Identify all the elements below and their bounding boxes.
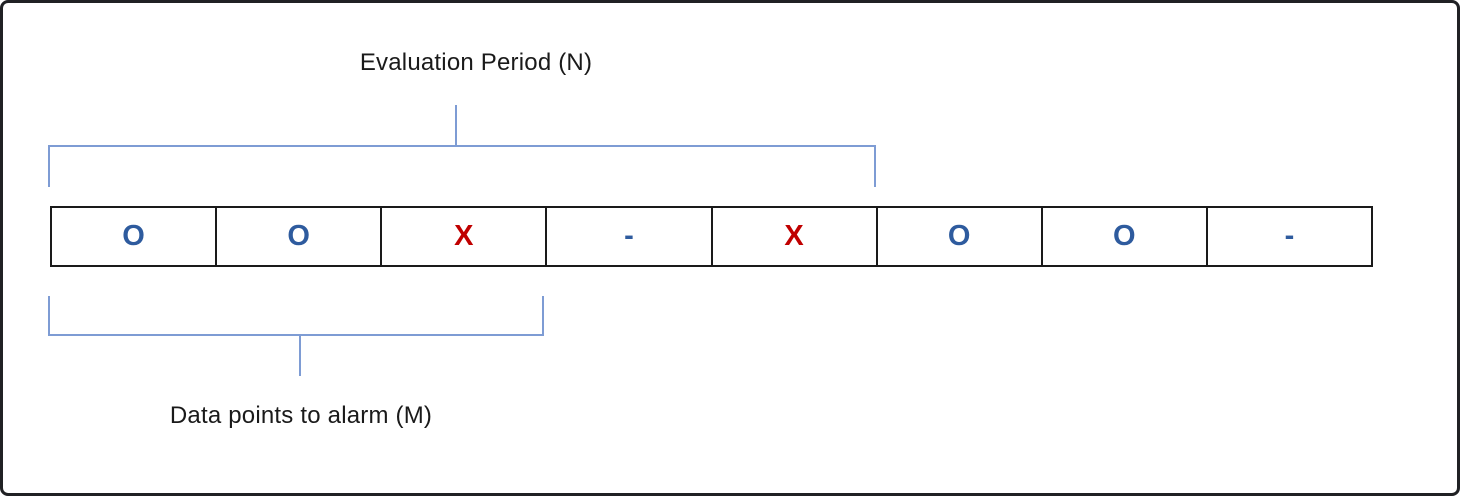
data-point-cell-4: - <box>545 208 710 265</box>
data-point-cell-8: - <box>1205 208 1371 265</box>
data-point-cell-3: X <box>380 208 545 265</box>
data-point-cell-7: O <box>1040 208 1206 265</box>
data-point-cell-5: X <box>710 208 876 265</box>
data-point-cell-2: O <box>215 208 380 265</box>
data-points-to-alarm-label: Data points to alarm (M) <box>169 402 433 429</box>
evaluation-period-bracket <box>48 145 876 187</box>
data-points-to-alarm-bracket-tick <box>299 336 301 376</box>
evaluation-period-bracket-tick <box>455 105 457 145</box>
data-point-cell-1: O <box>122 220 145 252</box>
evaluation-period-label: Evaluation Period (N) <box>359 49 593 76</box>
data-point-cell-6: O <box>875 208 1041 265</box>
data-points-to-alarm-bracket <box>48 296 544 336</box>
